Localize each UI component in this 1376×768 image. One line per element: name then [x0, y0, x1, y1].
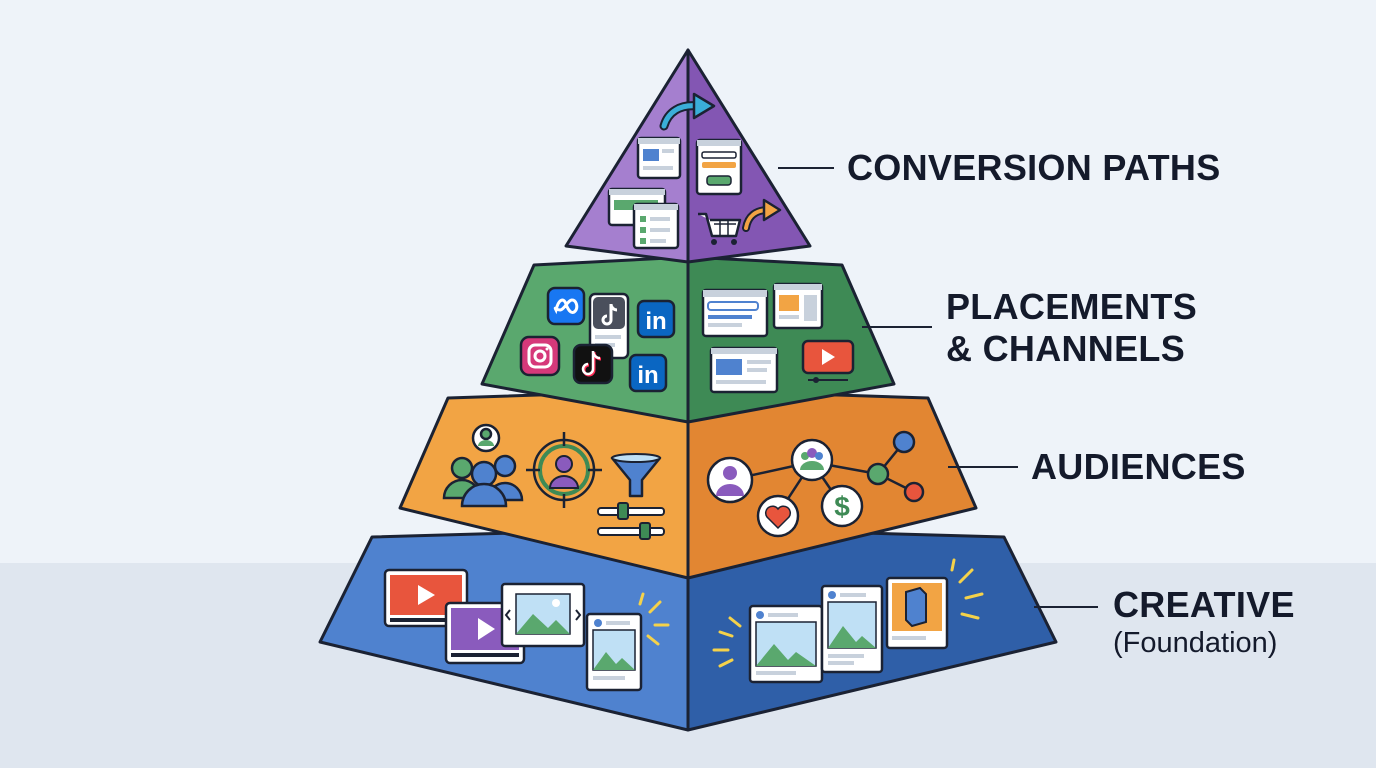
leader-audiences [948, 466, 1018, 468]
image-carousel-icon [500, 582, 586, 648]
checklist-icon [632, 202, 680, 250]
flow-arrow-icon [659, 92, 716, 131]
meta-logo-icon [546, 286, 586, 326]
tier-creative [318, 526, 1058, 732]
instagram-logo-icon [519, 335, 561, 377]
target-icon [526, 432, 602, 508]
leader-creative [1034, 606, 1098, 608]
network-icon [706, 430, 925, 515]
label-placements-line1: PLACEMENTS [946, 286, 1198, 327]
leader-conversion [778, 167, 834, 169]
display-ad-icon [709, 346, 779, 394]
tiktok-logo-icon [572, 343, 614, 385]
flow-arrow-icon [742, 198, 782, 232]
linkedin-text: in [637, 362, 658, 389]
label-creative-sub: (Foundation) [1113, 627, 1278, 659]
label-audiences: AUDIENCES [1031, 446, 1246, 487]
group-icon [442, 423, 524, 508]
cart-icon [698, 212, 742, 245]
label-conversion-paths: CONVERSION PATHS [847, 147, 1221, 188]
dollar-sign: $ [834, 491, 850, 522]
form-icon [695, 138, 743, 196]
heart-icon [756, 494, 800, 538]
leader-placements [862, 326, 932, 328]
label-creative: CREATIVE [1113, 584, 1295, 625]
tier-placements: in in [480, 255, 896, 424]
tier-conversion [564, 48, 812, 264]
video-play-icon [801, 339, 855, 383]
tier-audiences: $ [398, 388, 978, 580]
image-post-icon [820, 584, 884, 674]
linkedin-logo-icon: in [636, 299, 676, 339]
sparkle-icon [712, 616, 742, 668]
image-post-icon [585, 612, 643, 692]
sparkle-icon [950, 558, 984, 620]
sparkle-icon [638, 592, 670, 646]
search-ad-icon [701, 288, 769, 338]
landing-page-icon [636, 136, 682, 180]
dollar-icon: $ [820, 484, 864, 528]
label-placements-line2: & CHANNELS [946, 328, 1186, 369]
slider-icon [597, 502, 665, 540]
linkedin-logo-icon: in [628, 353, 668, 393]
linkedin-text: in [645, 308, 666, 335]
product-icon [885, 576, 949, 650]
funnel-icon [610, 453, 662, 498]
display-ad-icon [772, 282, 824, 330]
image-post-icon [748, 604, 824, 684]
